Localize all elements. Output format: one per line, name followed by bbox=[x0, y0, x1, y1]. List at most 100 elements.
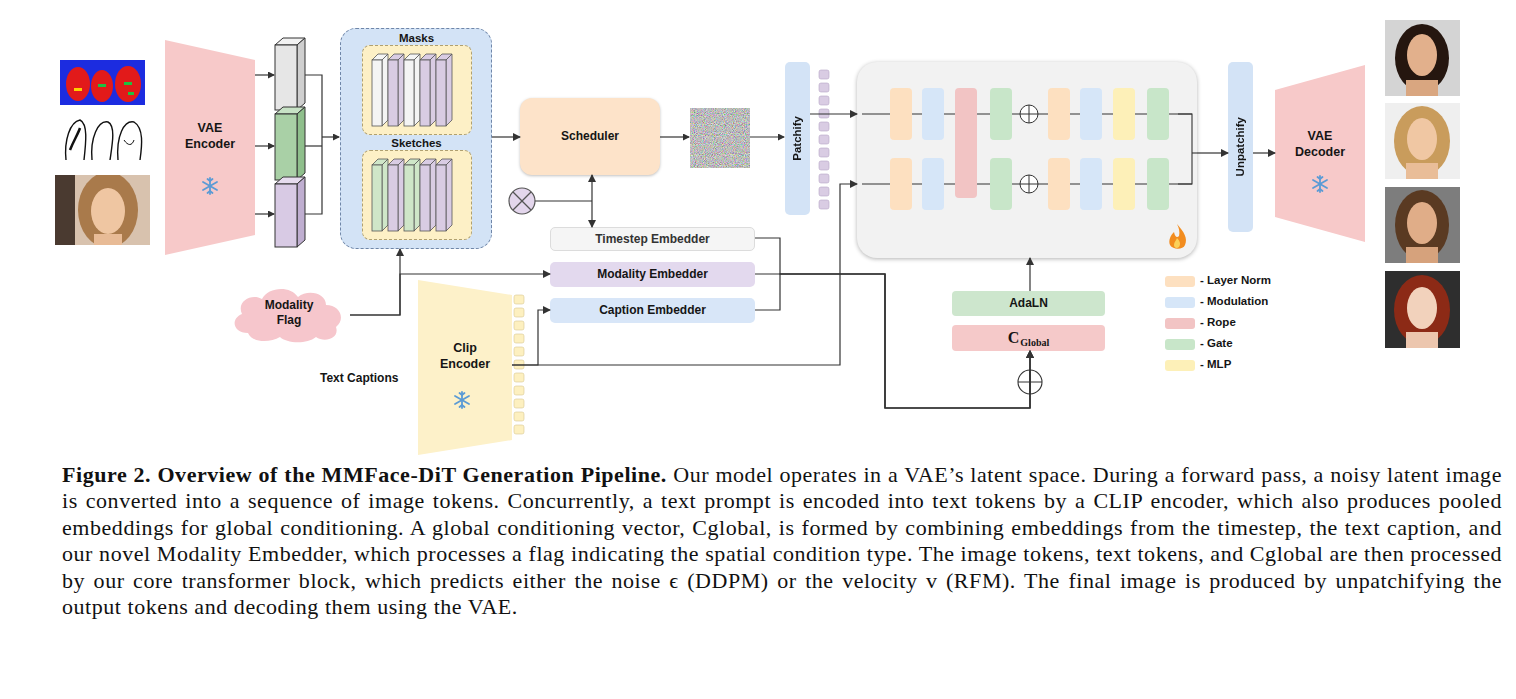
caption-title: Figure 2. Overview of the MMFace-DiT Gen… bbox=[62, 462, 667, 487]
sketch-image bbox=[60, 118, 145, 163]
transformer-internals bbox=[1113, 158, 1135, 210]
box-heading: Masks bbox=[363, 31, 471, 45]
legend-swatch bbox=[1165, 339, 1195, 350]
sketch-slices bbox=[404, 159, 420, 231]
output-face bbox=[1385, 271, 1460, 348]
frozen-snowflake bbox=[203, 178, 217, 194]
vae-decoder: VAE Decoder bbox=[1275, 65, 1365, 242]
shape-fill bbox=[235, 289, 341, 342]
transformer-internals bbox=[1048, 88, 1070, 140]
mask-slices bbox=[372, 54, 388, 126]
sketch-image bbox=[60, 118, 145, 163]
token-column bbox=[514, 347, 524, 356]
connector-arrow bbox=[755, 274, 1030, 408]
frozen-snowflake bbox=[1313, 176, 1327, 192]
token-column bbox=[514, 295, 524, 304]
mask-image bbox=[98, 84, 106, 87]
sketch-image bbox=[92, 122, 113, 160]
token-column bbox=[819, 174, 829, 183]
node-label: VAE Encoder bbox=[180, 121, 240, 152]
latent-block bbox=[275, 184, 297, 247]
token-column bbox=[514, 308, 524, 317]
node-label: Timestep Embedder bbox=[595, 232, 709, 247]
token-column bbox=[819, 135, 829, 144]
legend-text: - Modulation bbox=[1200, 295, 1268, 307]
output-face bbox=[1385, 187, 1460, 263]
token-column bbox=[819, 200, 829, 209]
transformer-internals bbox=[990, 88, 1012, 140]
token-column bbox=[514, 399, 524, 408]
connector-arrow bbox=[1253, 152, 1275, 153]
wire bbox=[750, 136, 784, 137]
legend-text: - Layer Norm bbox=[1200, 274, 1271, 286]
frozen-snowflake bbox=[455, 392, 469, 408]
wire bbox=[322, 136, 339, 137]
adaln-box: AdaLN bbox=[952, 291, 1105, 316]
latent-block bbox=[275, 38, 305, 247]
figure-caption: Figure 2. Overview of the MMFace-DiT Gen… bbox=[62, 462, 1502, 620]
clip-encoder: Clip Encoder bbox=[418, 280, 512, 455]
output-face bbox=[1385, 271, 1460, 348]
connector-arrow bbox=[492, 136, 520, 137]
legend-text: - Gate bbox=[1200, 337, 1233, 349]
transformer-internals bbox=[1080, 88, 1102, 140]
photo-image bbox=[78, 175, 138, 245]
token-column bbox=[819, 122, 829, 131]
photo-image bbox=[55, 175, 75, 245]
shape-fill bbox=[1275, 65, 1365, 242]
patchify-bar: Patchify bbox=[785, 62, 810, 215]
latent-block bbox=[297, 177, 305, 247]
transformer-internals bbox=[862, 88, 1197, 210]
connector-arrow bbox=[755, 274, 1030, 408]
node-label: Unpatchify bbox=[1233, 117, 1247, 176]
sketch-image bbox=[124, 140, 134, 145]
mask-image bbox=[60, 60, 145, 105]
token-column bbox=[514, 321, 524, 330]
node-label: VAE Decoder bbox=[1290, 129, 1350, 160]
mask-slices bbox=[388, 54, 404, 126]
token-column bbox=[819, 187, 829, 196]
token-column bbox=[819, 148, 829, 157]
transformer-internals bbox=[1029, 175, 1030, 193]
mask-slices bbox=[404, 54, 420, 126]
transformer-internals bbox=[955, 88, 977, 198]
mask-slices bbox=[372, 54, 452, 126]
mask-slices bbox=[420, 54, 436, 126]
input-label: Text Captions bbox=[320, 371, 398, 385]
node-label: Modality Embedder bbox=[597, 267, 708, 282]
transformer-internals bbox=[1029, 105, 1030, 123]
sketch-image bbox=[70, 128, 80, 150]
trainable-flame-icon bbox=[1174, 238, 1180, 248]
sketch-slices bbox=[436, 159, 452, 231]
latent-block bbox=[275, 114, 297, 180]
token-column bbox=[819, 96, 829, 105]
latent-block bbox=[297, 107, 305, 180]
transformer-internals bbox=[1048, 158, 1070, 210]
wire bbox=[535, 200, 592, 201]
sketch-slices bbox=[420, 159, 436, 231]
token-column bbox=[819, 161, 829, 170]
latent-block bbox=[275, 45, 297, 110]
mask-slices bbox=[436, 54, 452, 126]
transformer-internals bbox=[1147, 88, 1169, 140]
frozen-snowflake bbox=[203, 176, 1327, 408]
legend-text: - MLP bbox=[1200, 358, 1231, 370]
timestep-sampler-symbol bbox=[509, 188, 535, 214]
mask-image bbox=[91, 70, 113, 102]
global-condition-box: CGlobal bbox=[952, 325, 1105, 351]
connector-arrow bbox=[1197, 152, 1228, 153]
token-column bbox=[819, 83, 829, 92]
node-label: AdaLN bbox=[1009, 296, 1048, 311]
transformer-internals bbox=[890, 88, 912, 140]
mask-image bbox=[60, 60, 145, 105]
wire bbox=[305, 75, 322, 214]
token-column bbox=[819, 70, 829, 209]
legend-swatch bbox=[1165, 318, 1195, 329]
shape-fill bbox=[165, 40, 255, 255]
timestep-sampler-symbol bbox=[513, 192, 531, 210]
output-face bbox=[1407, 202, 1437, 244]
photo-image bbox=[94, 234, 122, 245]
trainable-flame-icon bbox=[1169, 224, 1186, 249]
timestep-sampler-symbol bbox=[509, 188, 535, 214]
photo-image bbox=[91, 188, 125, 234]
